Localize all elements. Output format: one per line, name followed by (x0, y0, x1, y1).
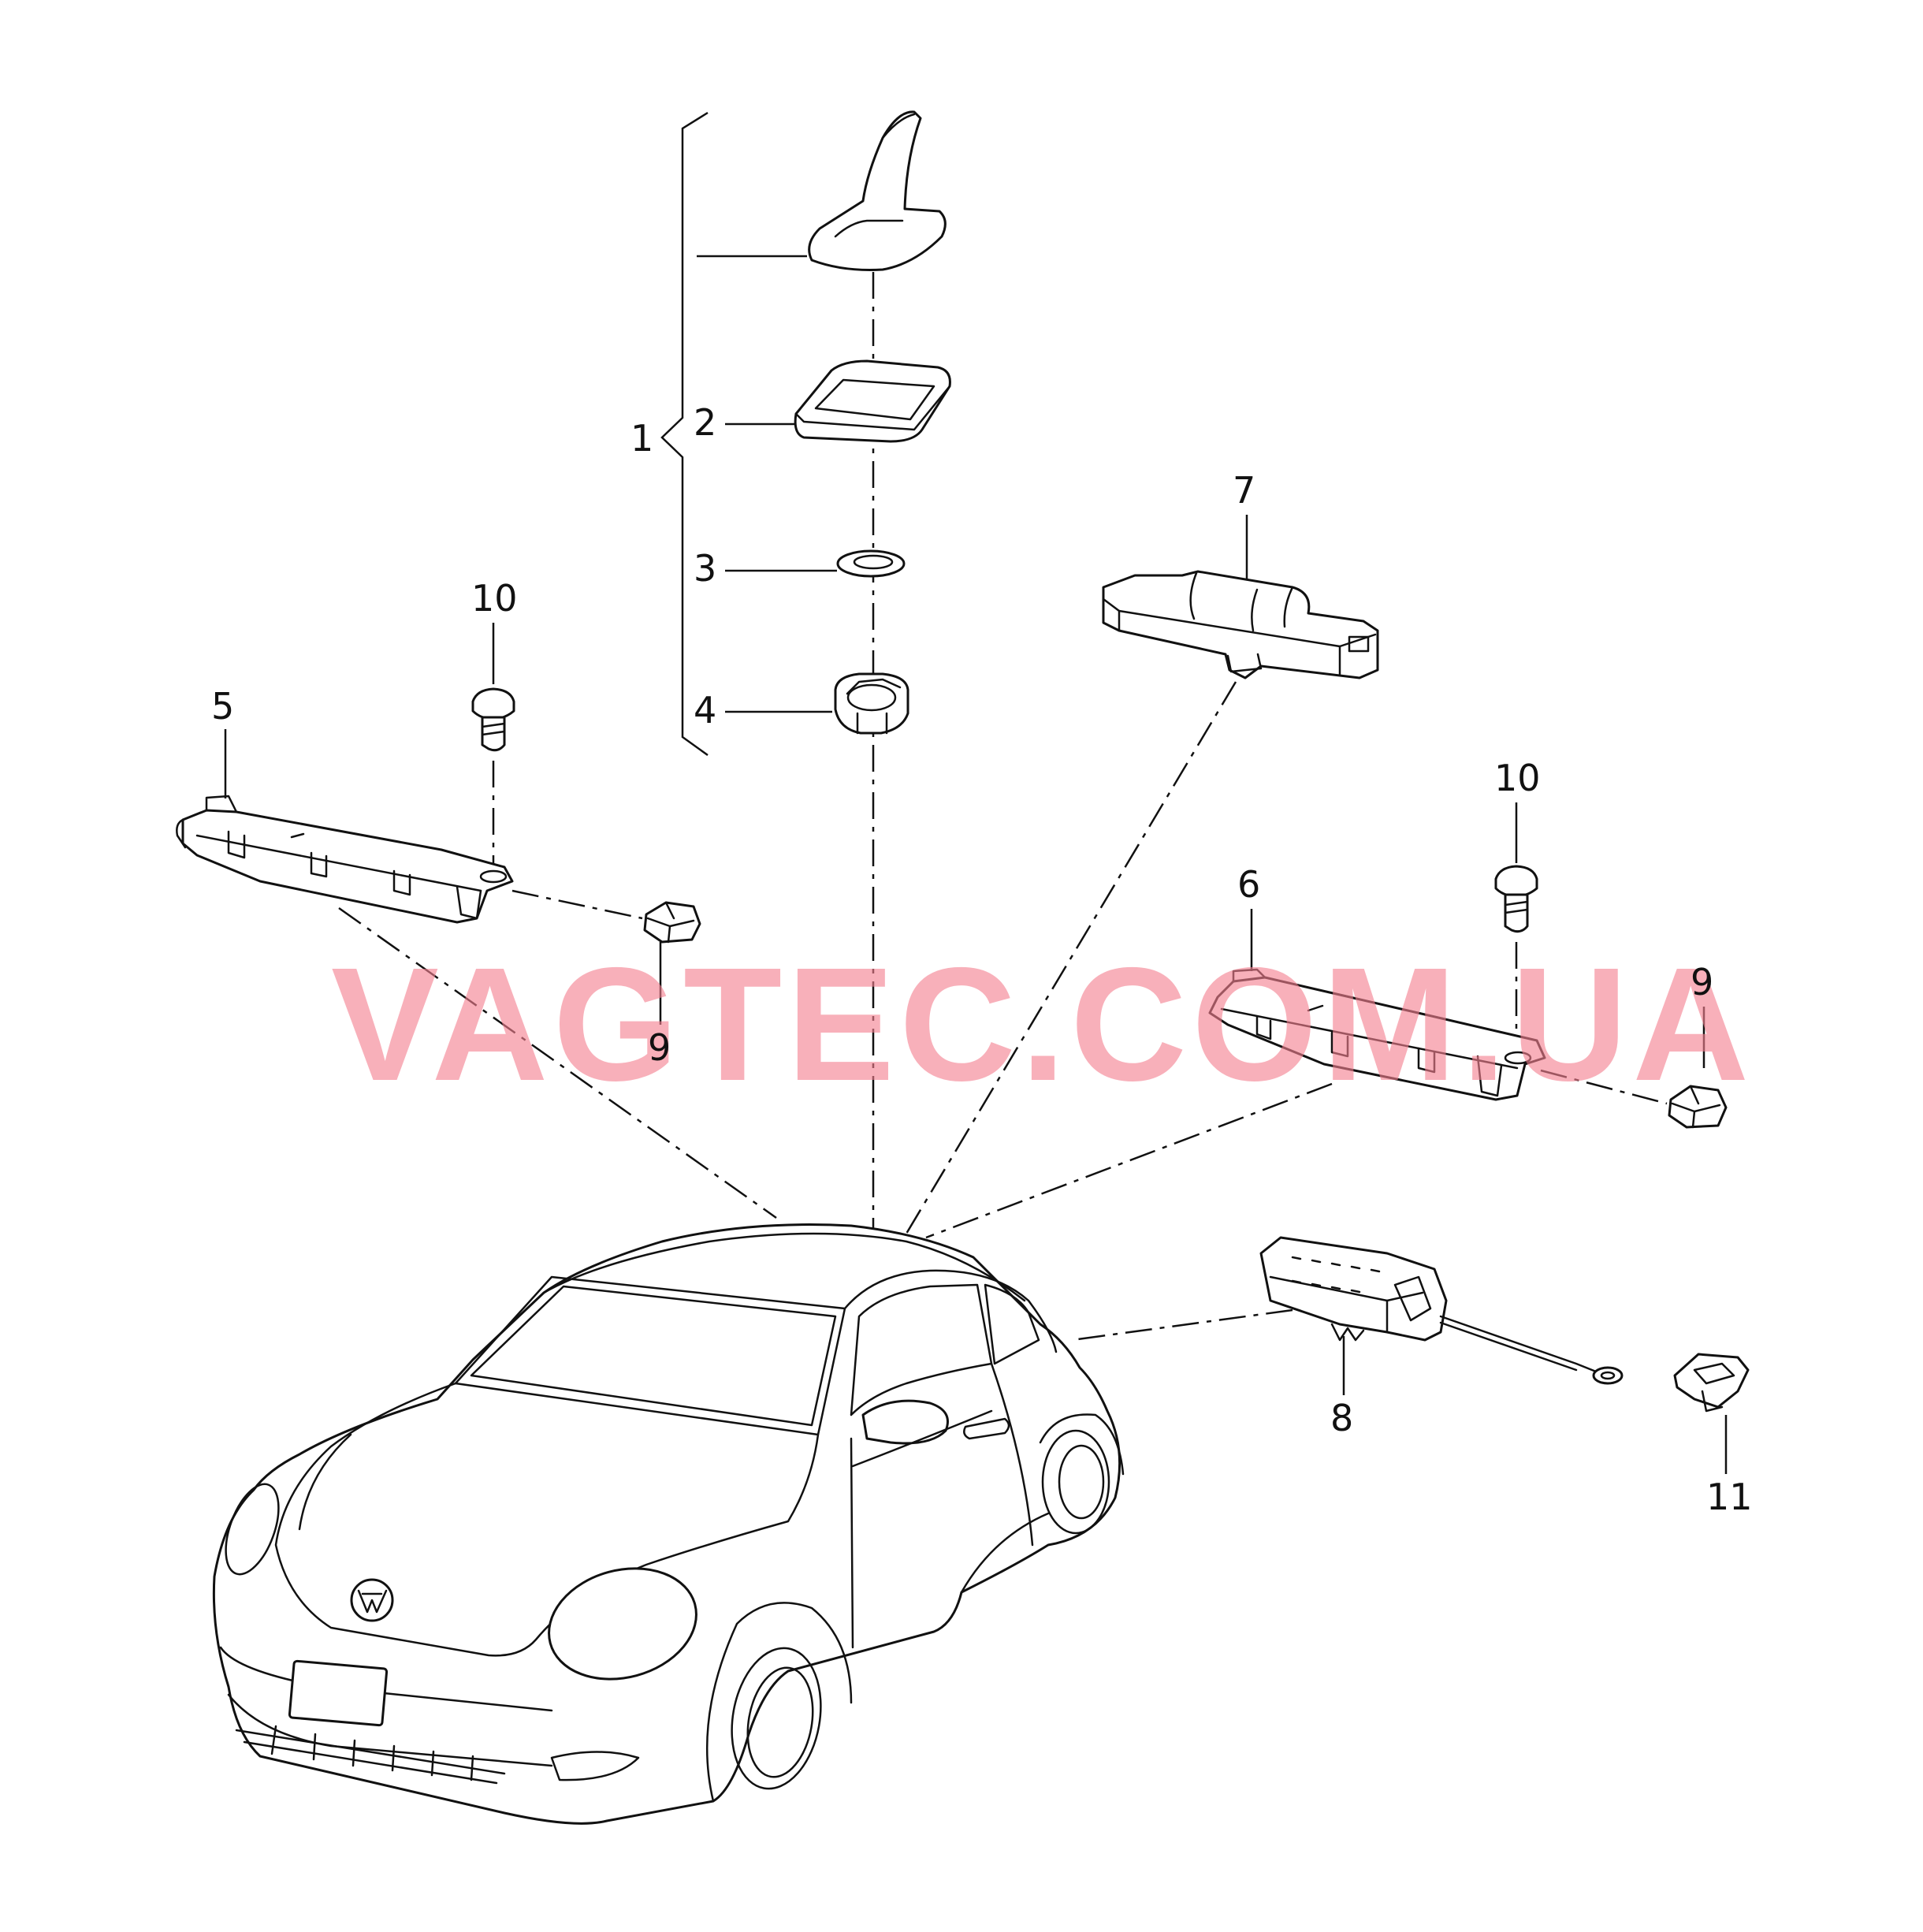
clip-left (643, 901, 701, 944)
group-bracket (660, 111, 709, 757)
callout-11: 11 (1706, 1476, 1753, 1518)
callout-2: 2 (694, 401, 716, 444)
antenna-washer (836, 549, 906, 578)
watermark: VAGTEC.COM.UA (331, 934, 1754, 1115)
assembly-line-module-7 (905, 681, 1237, 1234)
callout-5: 5 (211, 685, 234, 728)
assembly-line-clip-9a (511, 889, 643, 920)
antenna-nut (834, 672, 909, 735)
antenna-module-7 (1102, 570, 1379, 679)
callout-7: 7 (1233, 469, 1255, 512)
callout-3: 3 (694, 547, 716, 590)
antenna-cover (808, 110, 947, 271)
callout-1: 1 (630, 417, 653, 460)
vehicle-beetle (212, 1223, 1125, 1825)
screw-right (1494, 865, 1538, 933)
assembly-line-module-8 (1071, 1308, 1293, 1342)
antenna-module-5 (176, 795, 514, 924)
screw-left (471, 687, 515, 752)
antenna-seal (794, 359, 951, 443)
assembly-line-module-5 (338, 906, 777, 1219)
antenna-module-6 (1208, 968, 1546, 1101)
callout-8: 8 (1330, 1397, 1353, 1439)
antenna-module-8 (1259, 1236, 1624, 1385)
assembly-line-clip-9b (1540, 1069, 1668, 1105)
clip-11 (1673, 1353, 1750, 1413)
assembly-line-module-6 (925, 1082, 1333, 1239)
callout-10-right: 10 (1494, 757, 1541, 799)
callout-6: 6 (1237, 863, 1260, 906)
callout-9-left: 9 (648, 1026, 671, 1069)
callout-4: 4 (694, 689, 716, 731)
callout-9-right: 9 (1691, 961, 1713, 1003)
callout-10-left: 10 (471, 577, 518, 620)
clip-right (1668, 1085, 1728, 1129)
